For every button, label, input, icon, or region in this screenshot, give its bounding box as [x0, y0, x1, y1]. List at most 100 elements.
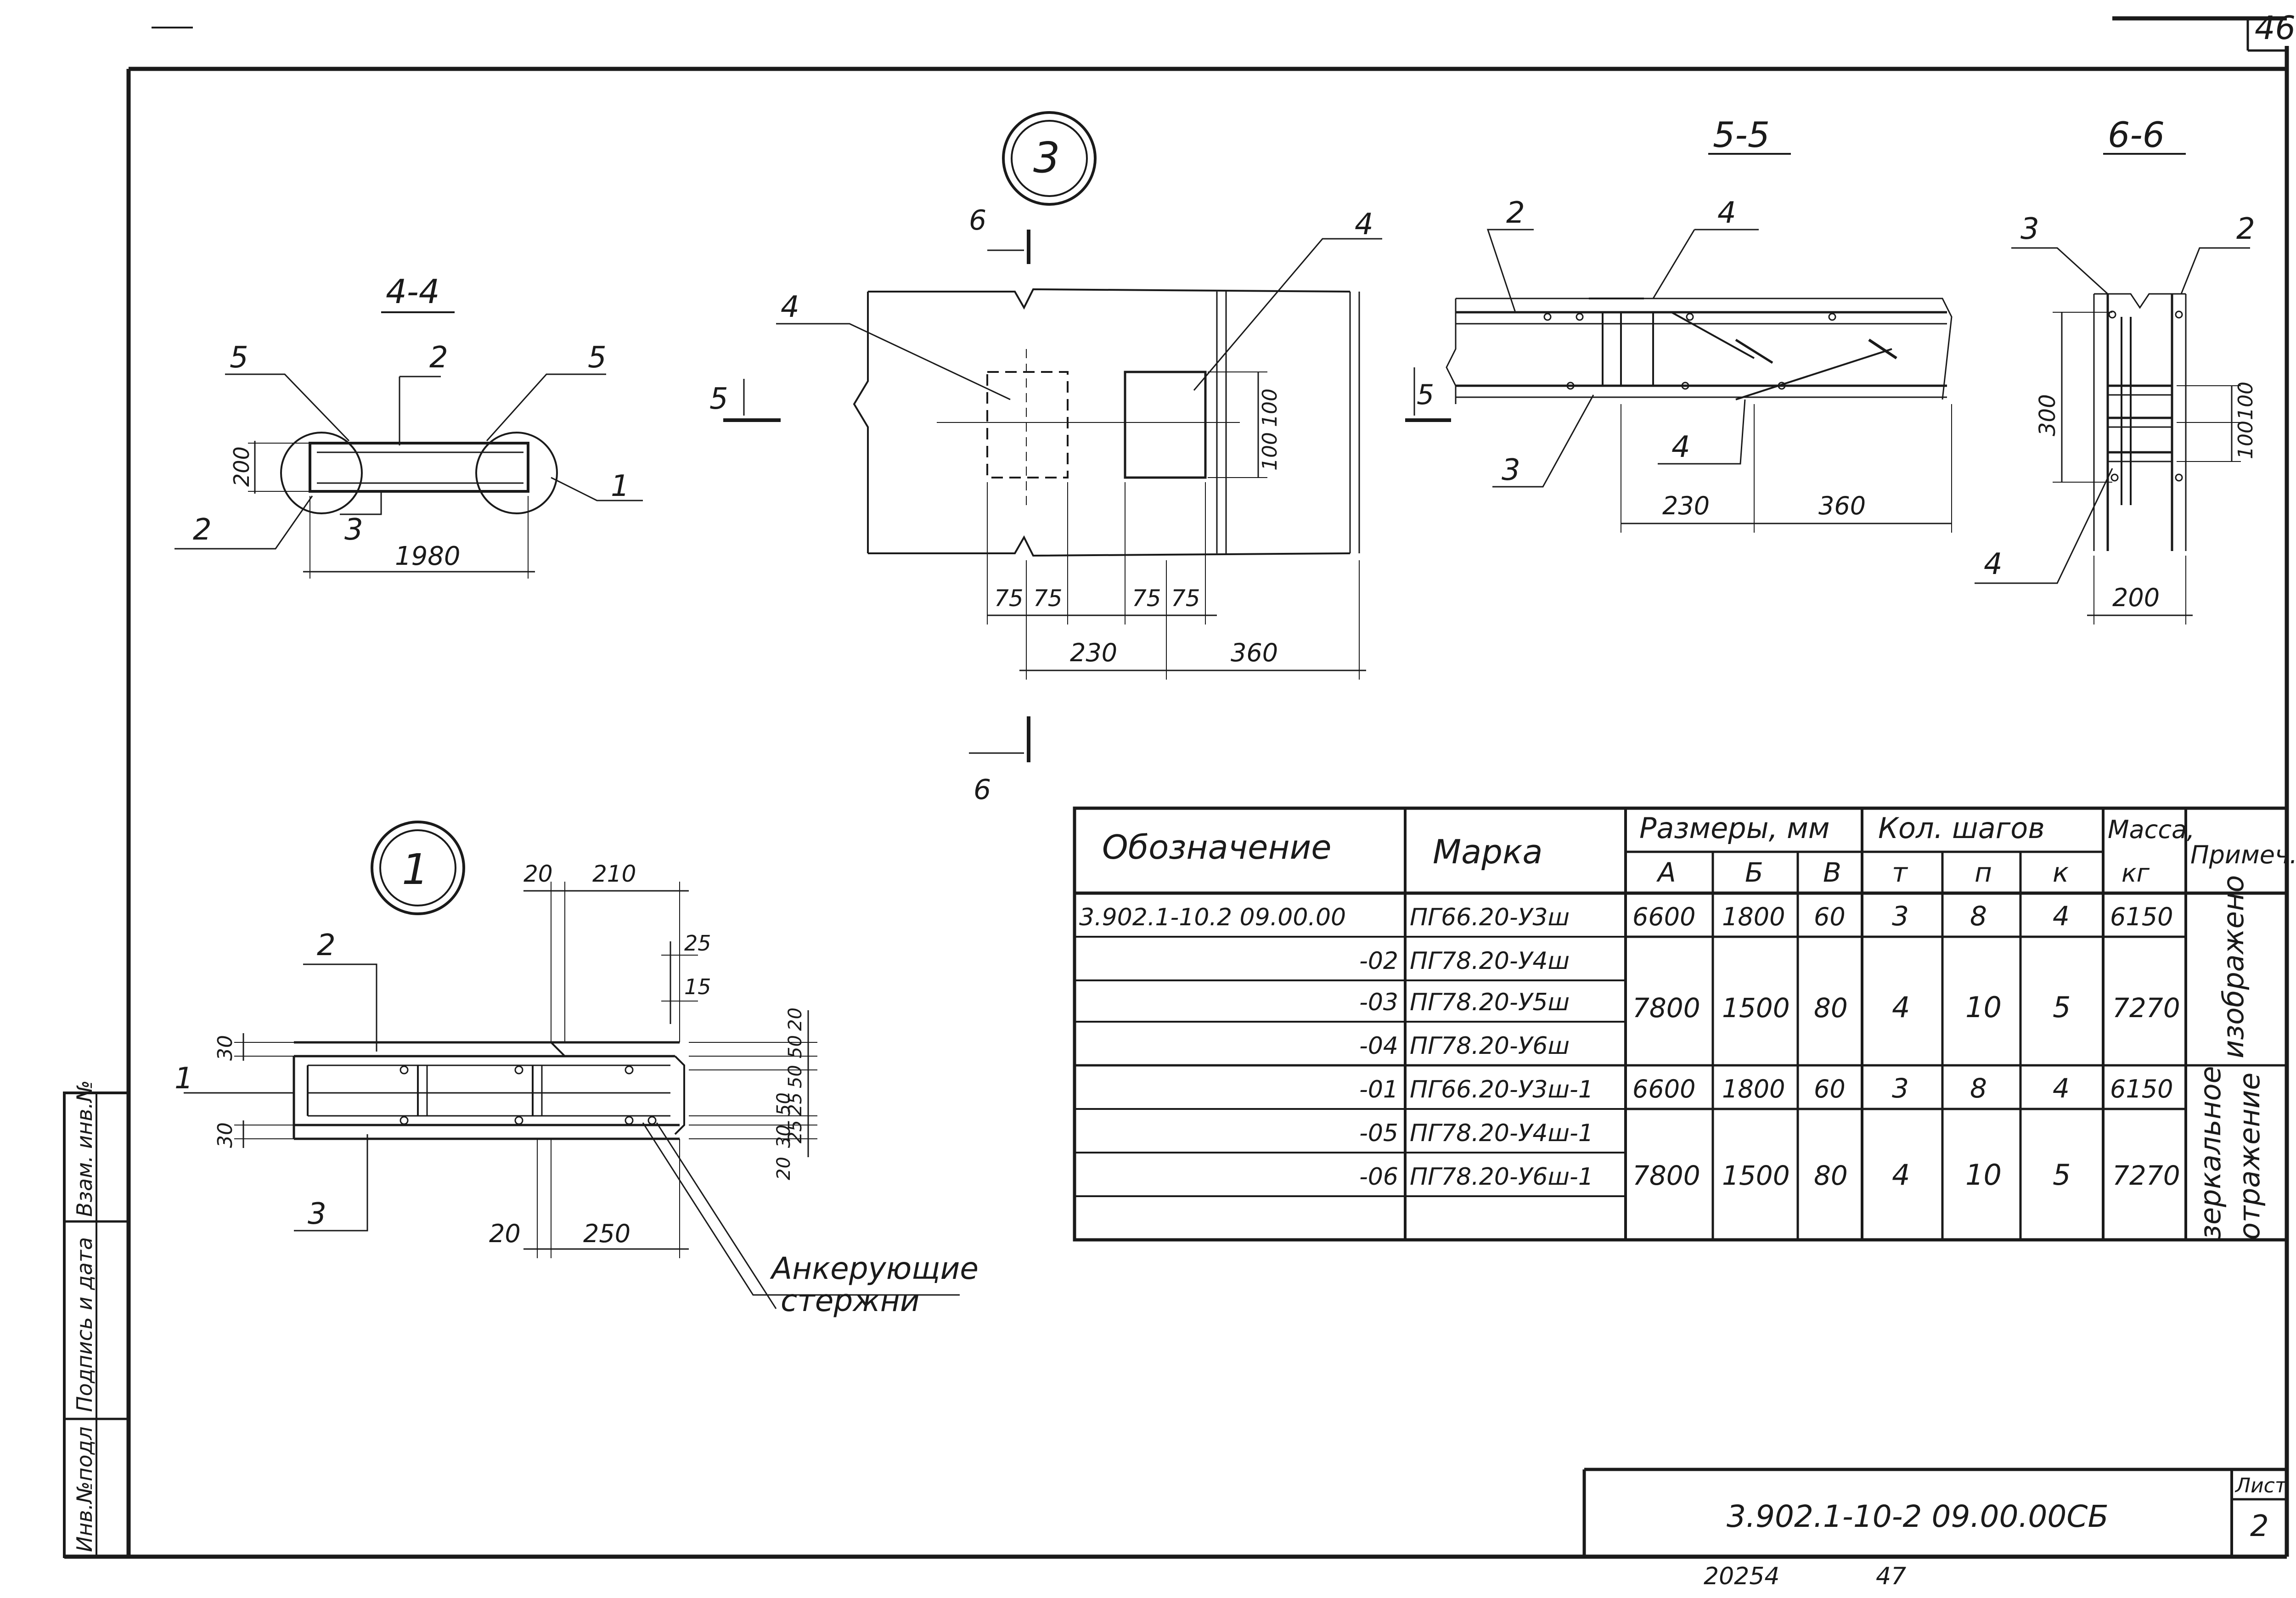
spec-g1-t: 3 — [1892, 900, 1909, 932]
detail-1-dim-r25b: 25 — [785, 1120, 806, 1143]
view-5-5-title: 5-5 — [1713, 114, 1770, 155]
spec-row-5-oboz: -01 — [1359, 1076, 1398, 1103]
detail-1-dim-15: 15 — [684, 974, 711, 999]
spec-sub-a: А — [1656, 857, 1676, 888]
spec-g3-mass: 6150 — [2110, 1075, 2173, 1103]
spec-row-4-marka: ПГ78.20-У6ш — [1410, 1032, 1570, 1060]
spec-g1-mass: 6150 — [2110, 902, 2173, 931]
spec-header-massa: Масса, — [2108, 815, 2195, 844]
spec-row-6-marka: ПГ78.20-У4ш-1 — [1410, 1120, 1593, 1147]
spec-g1-a: 6600 — [1632, 902, 1695, 931]
detail-1-dim-250: 250 — [583, 1219, 630, 1248]
spec-g4-v: 80 — [1814, 1160, 1848, 1191]
detail-1-dim-r30: 30 — [773, 1125, 794, 1148]
bottom-stamp-left: 20254 — [1704, 1563, 1779, 1590]
view-5-5-dim-360: 360 — [1818, 491, 1866, 520]
detail-3-cut6-top: 6 — [969, 204, 986, 236]
detail-1-marker: 1 — [402, 845, 429, 894]
spec-row-7-marka: ПГ78.20-У6ш-1 — [1410, 1163, 1593, 1191]
detail-1-anchor-label: Анкерующие — [770, 1251, 979, 1286]
view-4-4-title: 4-4 — [386, 272, 440, 311]
view-4-4-dim-width: 1980 — [395, 541, 461, 571]
view-4-4-label-2b: 2 — [193, 513, 212, 547]
title-block — [1582, 1468, 2287, 1557]
sheet-corner-number: 46 — [2255, 9, 2296, 47]
detail-1-dim-30a: 30 — [214, 1035, 237, 1061]
detail-3-dim-100a: 100 — [1258, 388, 1282, 427]
view-4-4-label-1: 1 — [611, 469, 630, 503]
spec-row-3-marka: ПГ78.20-У5ш — [1410, 989, 1570, 1016]
spec-g2-t: 4 — [1892, 990, 1910, 1024]
detail-1-dim-25top: 25 — [684, 931, 711, 956]
view-6-6-dim-100a: 100 — [2234, 382, 2257, 420]
view-4-4 — [174, 311, 643, 579]
detail-3-cut6-bottom: 6 — [974, 774, 991, 806]
view-4-4-label-5b: 5 — [588, 341, 607, 375]
view-6-6-dim-200: 200 — [2112, 583, 2160, 612]
spec-sub-t: т — [1892, 857, 1908, 888]
spec-row-2-marka: ПГ78.20-У4ш — [1410, 947, 1570, 975]
detail-3-cut5: 5 — [709, 382, 728, 416]
spec-row-3-oboz: -03 — [1359, 989, 1398, 1016]
side-stamp: Инв.№подл Подпись и дата Взам. инв.№ — [63, 1080, 130, 1558]
detail-1-dim-20top: 20 — [523, 861, 553, 887]
spec-g2-a: 7800 — [1632, 992, 1700, 1024]
view-4-4-dim-height: 200 — [229, 446, 254, 487]
detail-3-label-4b: 4 — [1355, 208, 1373, 242]
view-6-6-label-2: 2 — [2236, 212, 2255, 246]
spec-g1-k: 4 — [2053, 900, 2070, 932]
spec-g2-k: 5 — [2053, 990, 2071, 1024]
detail-1-dim-20bot: 20 — [489, 1219, 521, 1248]
spec-table — [1073, 806, 2289, 1242]
spec-g4-a: 7800 — [1632, 1160, 1700, 1191]
side-stamp-inv: Инв.№подл — [72, 1427, 97, 1552]
detail-1-dim-r50a: 50 — [785, 1035, 806, 1058]
detail-1-label-1: 1 — [174, 1062, 193, 1096]
spec-g4-p: 10 — [1965, 1158, 2002, 1192]
spec-g3-a: 6600 — [1632, 1075, 1695, 1103]
detail-3-dim-75a: 75 — [994, 585, 1024, 612]
view-5-5-cut5: 5 — [1417, 379, 1434, 411]
spec-g3-p: 8 — [1970, 1073, 1987, 1104]
detail-1-dim-210: 210 — [592, 861, 636, 887]
spec-header-razmery: Размеры, мм — [1639, 811, 1830, 845]
spec-row-2-oboz: -02 — [1359, 947, 1398, 975]
spec-header-massa-unit: кг — [2122, 859, 2150, 888]
bottom-stamp-right: 47 — [1876, 1563, 1906, 1590]
spec-sub-k: к — [2053, 857, 2069, 888]
title-block-sheet-number: 2 — [2250, 1509, 2269, 1543]
side-stamp-signature: Подпись и дата — [72, 1237, 97, 1412]
view-6-6-title: 6-6 — [2108, 114, 2165, 155]
spec-header-kol-shagov: Кол. шагов — [1878, 811, 2045, 845]
spec-g1-b: 1800 — [1722, 902, 1785, 931]
spec-g1-p: 8 — [1970, 900, 1987, 932]
spec-note-otrazhenie: отражение — [2233, 1073, 2266, 1240]
view-5-5 — [1405, 153, 1953, 533]
view-5-5-label-2: 2 — [1506, 196, 1525, 230]
detail-1-dim-r20b: 20 — [773, 1157, 794, 1180]
spec-g3-b: 1800 — [1722, 1075, 1785, 1103]
view-5-5-dim-230: 230 — [1662, 491, 1710, 520]
view-5-5-label-4top: 4 — [1717, 196, 1736, 230]
detail-1-dim-r50c: 50 — [773, 1092, 794, 1116]
spec-g2-b: 1500 — [1722, 992, 1790, 1024]
detail-3-dim-75c: 75 — [1132, 585, 1161, 612]
spec-header-marka: Марка — [1433, 833, 1543, 871]
spec-g3-t: 3 — [1892, 1073, 1909, 1104]
spec-row-1-marka: ПГ66.20-У3ш — [1410, 904, 1570, 931]
spec-g4-t: 4 — [1892, 1158, 1910, 1192]
spec-g4-b: 1500 — [1722, 1160, 1790, 1191]
view-6-6-label-4: 4 — [1984, 547, 2003, 581]
spec-sub-b: Б — [1745, 857, 1763, 888]
spec-g4-mass: 7270 — [2112, 1160, 2180, 1191]
spec-sub-p: п — [1975, 857, 1992, 888]
detail-1 — [184, 821, 960, 1309]
spec-g2-p: 10 — [1965, 990, 2002, 1024]
detail-3-dim-230: 230 — [1070, 638, 1117, 667]
detail-1-label-2: 2 — [317, 928, 336, 962]
detail-1-dim-r50b: 50 — [785, 1065, 806, 1088]
detail-3-label-4a: 4 — [781, 290, 799, 324]
spec-g4-k: 5 — [2053, 1158, 2071, 1192]
detail-3-marker: 3 — [1033, 133, 1060, 182]
